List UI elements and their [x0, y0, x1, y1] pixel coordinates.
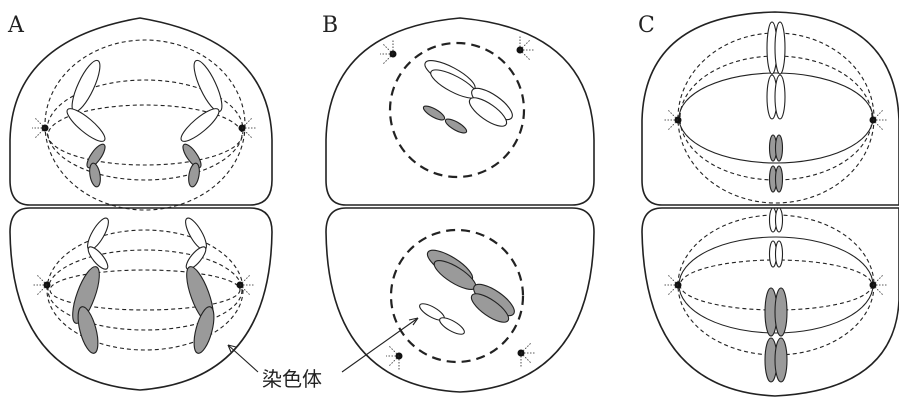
panel-label-a: A	[7, 13, 25, 38]
panel-label-b: B	[322, 13, 338, 38]
panel-label-c: C	[638, 13, 655, 38]
chromatid-c6	[776, 135, 783, 161]
chromatid-c10	[776, 208, 783, 232]
chromatid-c8	[776, 166, 783, 192]
cell-b-bottom	[326, 208, 594, 392]
panel-a	[10, 18, 272, 390]
panel-c	[642, 12, 899, 396]
callout-label: 染色体	[262, 367, 322, 391]
panel-b	[326, 18, 594, 392]
cell-b-top	[326, 18, 594, 205]
chromatid-c2	[775, 22, 785, 74]
cell-a-top	[10, 18, 272, 205]
chromatid-c14	[775, 288, 787, 336]
chromatid-c4	[775, 75, 785, 119]
cell-a-bottom	[10, 208, 272, 390]
chromatid-c12	[776, 241, 783, 267]
chromatid-c16	[775, 338, 787, 382]
callout-arrow-a	[228, 345, 258, 372]
